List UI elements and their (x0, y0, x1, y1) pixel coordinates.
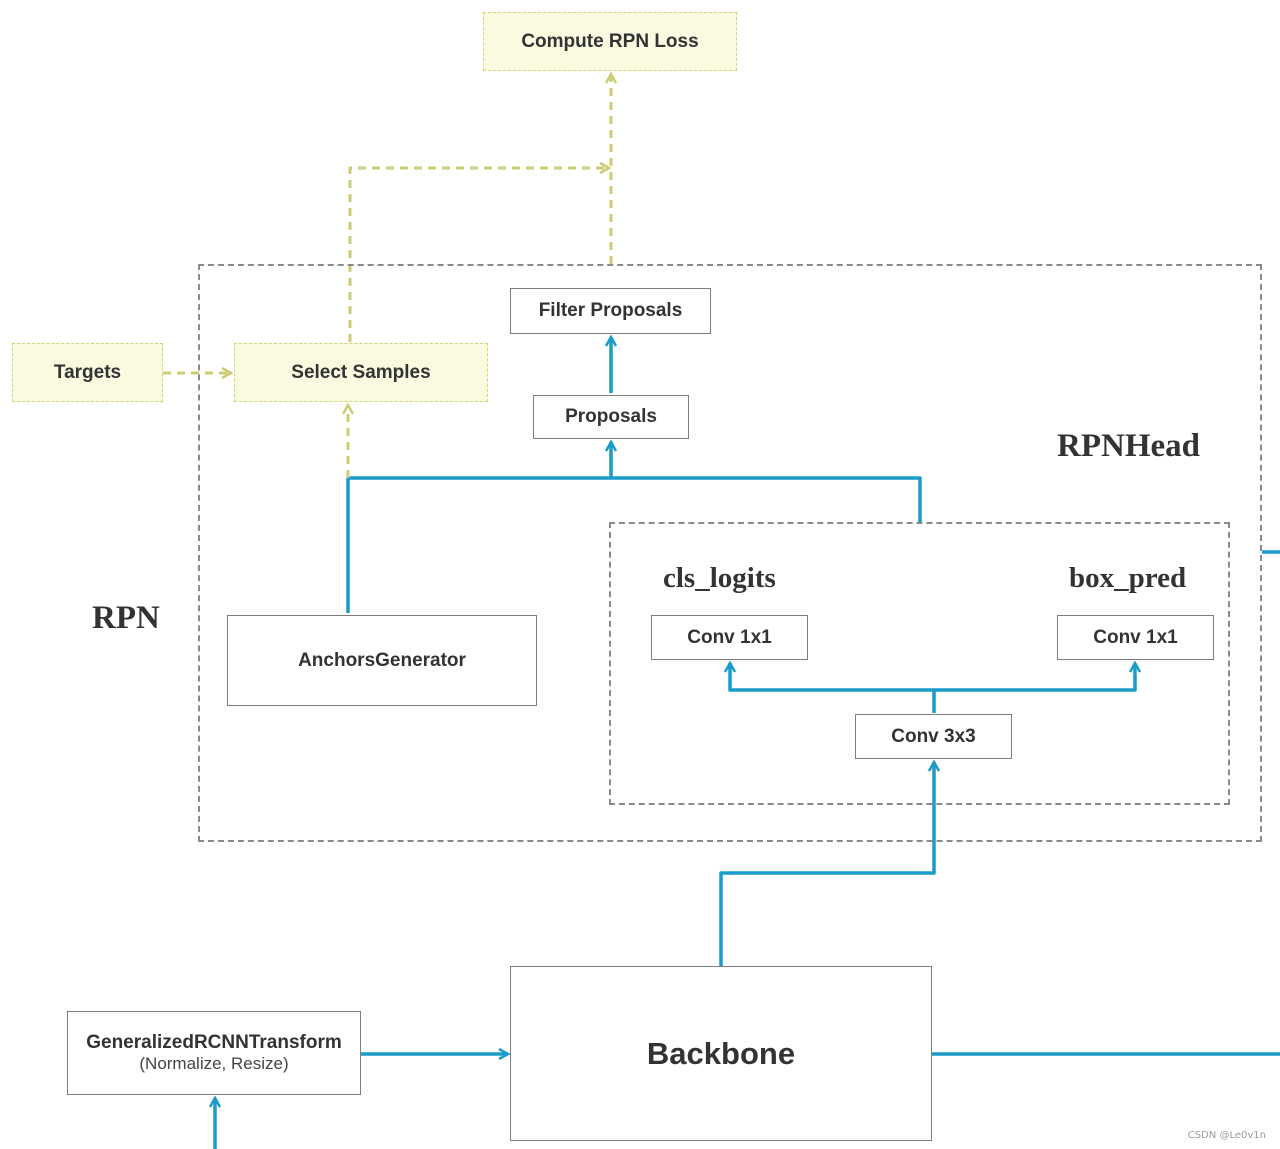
backbone-node: Backbone (510, 966, 932, 1141)
rpn-label: RPN (92, 600, 160, 636)
edge-conv3x3-to-cls-conv (730, 663, 936, 713)
rpn-region (198, 264, 1262, 842)
anchors-generator-node: AnchorsGenerator (227, 615, 537, 706)
edge-select-samples-to-loss (348, 168, 609, 342)
box-conv-node: Conv 1x1 (1057, 615, 1214, 660)
edge-conv3x3-to-box-conv (934, 663, 1135, 692)
select-samples-node: Select Samples (234, 343, 488, 402)
box-pred-label: box_pred (1069, 562, 1187, 594)
targets-node: Targets (12, 343, 163, 402)
compute-rpn-loss-node: Compute RPN Loss (483, 12, 737, 71)
transform-subtitle: (Normalize, Resize) (139, 1054, 289, 1074)
rpn-head-label: RPNHead (1057, 428, 1200, 464)
conv-3x3-node: Conv 3x3 (855, 714, 1012, 759)
rpn-head-region (609, 522, 1230, 805)
edge-backbone-to-conv3x3 (719, 762, 934, 966)
transform-title: GeneralizedRCNNTransform (86, 1032, 342, 1054)
cls-conv-node: Conv 1x1 (651, 615, 808, 660)
cls-logits-label: cls_logits (663, 562, 776, 594)
transform-node: GeneralizedRCNNTransform (Normalize, Res… (67, 1011, 361, 1095)
filter-proposals-node: Filter Proposals (510, 288, 711, 334)
watermark: CSDN @Le0v1n (1187, 1130, 1266, 1141)
proposals-node: Proposals (533, 395, 689, 439)
edge-head-to-proposals (611, 442, 922, 522)
